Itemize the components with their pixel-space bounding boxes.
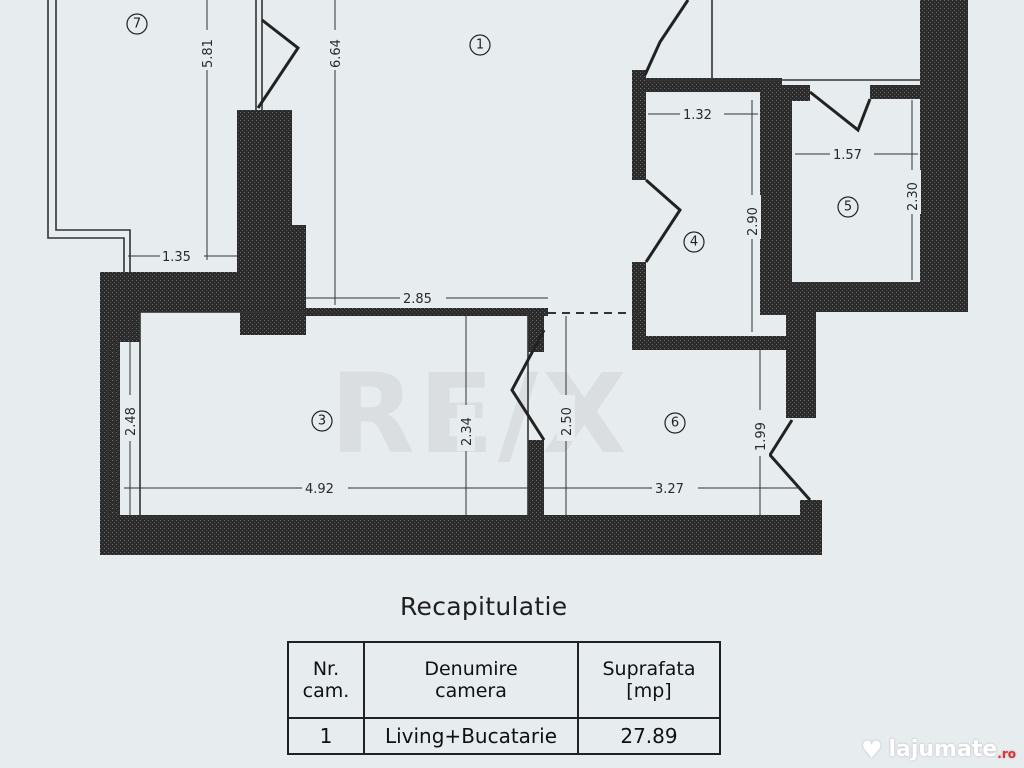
room-numbers: 7 1 4 5 3 6 bbox=[133, 17, 852, 431]
recap-title: Recapitulatie bbox=[400, 592, 568, 621]
wall-4-left bbox=[632, 70, 646, 180]
door-6 bbox=[768, 419, 812, 501]
room-4-number: 4 bbox=[690, 235, 698, 250]
header-area: Suprafata [mp] bbox=[577, 641, 721, 719]
logo-text: lajumate bbox=[888, 737, 998, 762]
room-6-number: 6 bbox=[671, 416, 679, 431]
door-4 bbox=[644, 178, 682, 263]
room-markers bbox=[126, 13, 859, 434]
dimension-labels: 5.81 6.64 1.32 1.57 2.90 2.30 1.35 2.85 … bbox=[121, 30, 921, 497]
dim-492: 4.92 bbox=[305, 482, 334, 497]
wall-5-left bbox=[760, 85, 792, 315]
header-nr-line1: Nr. bbox=[312, 658, 340, 680]
door-5 bbox=[809, 90, 872, 133]
dim-290: 2.90 bbox=[746, 207, 761, 236]
header-nr-line2: cam. bbox=[302, 680, 350, 702]
walls bbox=[100, 0, 968, 555]
door-1 bbox=[643, 0, 690, 76]
header-area-line2: [mp] bbox=[626, 680, 672, 702]
floor-plan-drawing: 5.81 6.64 1.32 1.57 2.90 2.30 1.35 2.85 … bbox=[47, 0, 968, 555]
wall-bottom-right bbox=[800, 500, 822, 555]
dim-248: 2.48 bbox=[124, 407, 139, 436]
wall-bottom bbox=[100, 515, 822, 555]
row-nr: 1 bbox=[287, 717, 365, 755]
room-1-number: 1 bbox=[476, 38, 484, 53]
dim-664: 6.64 bbox=[329, 39, 344, 68]
wall-left-lower bbox=[100, 272, 120, 555]
wall-right-top bbox=[920, 0, 968, 305]
wall-4-top bbox=[632, 78, 782, 92]
doors bbox=[256, 0, 872, 501]
dim-199: 1.99 bbox=[754, 422, 769, 451]
table-row: 1 Living+Bucatarie 27.89 bbox=[287, 717, 721, 755]
header-name: Denumire camera bbox=[363, 641, 579, 719]
dim-230: 2.30 bbox=[906, 182, 921, 211]
dim-157: 1.57 bbox=[833, 148, 862, 163]
dim-132: 1.32 bbox=[683, 108, 712, 123]
room7-outline bbox=[47, 0, 125, 272]
wall-4-bottom bbox=[632, 336, 792, 350]
dim-581: 5.81 bbox=[201, 39, 216, 68]
dim-327: 3.27 bbox=[655, 482, 684, 497]
room-7-number: 7 bbox=[133, 17, 141, 32]
wall-pillar-ext bbox=[240, 225, 306, 335]
header-name-line1: Denumire bbox=[424, 658, 518, 680]
header-name-line2: camera bbox=[435, 680, 507, 702]
recap-header-row: Nr. cam. Denumire camera Suprafata [mp] bbox=[287, 641, 721, 719]
dim-250: 2.50 bbox=[560, 407, 575, 436]
door-3-6 bbox=[510, 329, 546, 441]
room-3-number: 3 bbox=[318, 414, 326, 429]
wall-4-left-lower bbox=[632, 262, 646, 348]
door-7 bbox=[256, 18, 301, 109]
watermark: RE/X bbox=[330, 350, 631, 478]
row-area: 27.89 bbox=[577, 717, 721, 755]
wall-5-top-right bbox=[870, 85, 922, 99]
room7-outline-inner bbox=[55, 0, 131, 272]
dim-234: 2.34 bbox=[460, 417, 475, 446]
wall-3-6-lower bbox=[528, 440, 544, 518]
dim-285: 2.85 bbox=[403, 292, 432, 307]
site-logo[interactable]: ♥ lajumate .ro bbox=[861, 737, 1016, 762]
row-name: Living+Bucatarie bbox=[363, 717, 579, 755]
dim-135: 1.35 bbox=[162, 250, 191, 265]
header-area-line1: Suprafata bbox=[602, 658, 696, 680]
wall-6-right bbox=[786, 300, 816, 418]
wall-3-6-upper bbox=[528, 312, 544, 352]
logo-suffix: .ro bbox=[997, 746, 1016, 761]
heart-check-icon: ♥ bbox=[860, 735, 883, 764]
recap-table: Nr. cam. Denumire camera Suprafata [mp] … bbox=[287, 641, 721, 755]
header-nr: Nr. cam. bbox=[287, 641, 365, 719]
room-5-number: 5 bbox=[844, 200, 852, 215]
